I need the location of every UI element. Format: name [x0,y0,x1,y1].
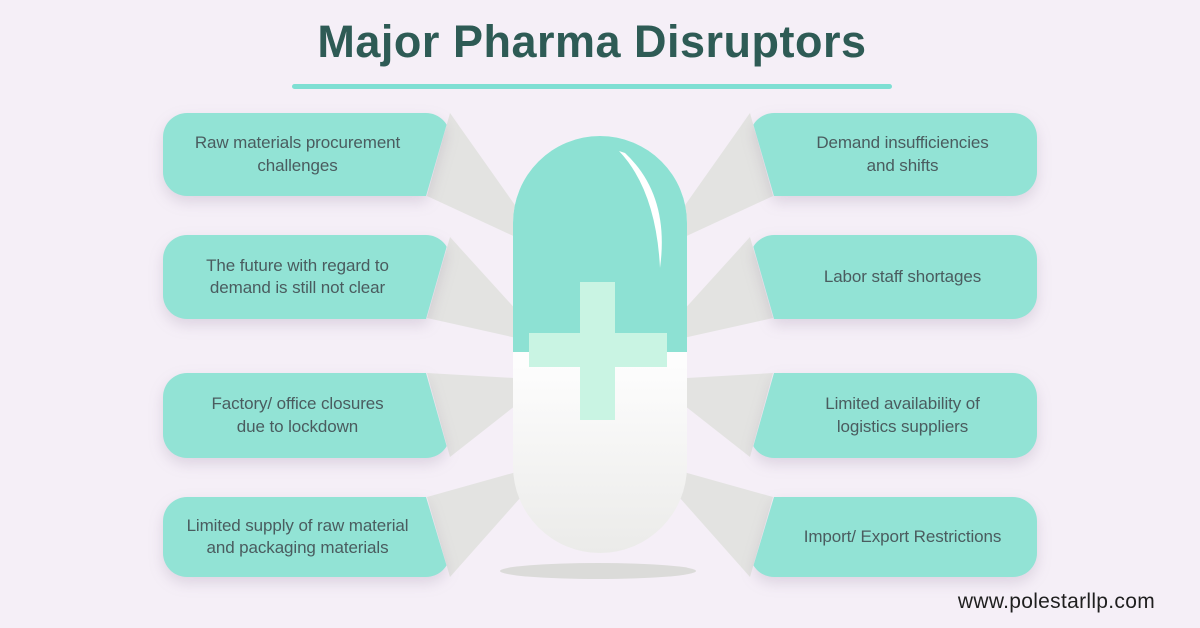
medical-cross-icon [529,282,667,420]
disruptor-label: Factory/ office closures due to lockdown [163,373,450,458]
disruptor-label: Raw materials procurement challenges [163,113,450,196]
pill-capsule-icon [513,136,687,553]
pill-highlight [619,151,662,268]
disruptor-card: Limited availability of logistics suppli… [750,373,1037,458]
disruptor-label: Limited availability of logistics suppli… [750,373,1037,458]
title-underline [292,84,892,89]
disruptor-label: Import/ Export Restrictions [750,497,1037,577]
disruptor-card: Demand insufficiencies and shifts [750,113,1037,196]
disruptor-card: Labor staff shortages [750,235,1037,319]
page-title: Major Pharma Disruptors [317,16,867,67]
disruptor-card: Import/ Export Restrictions [750,497,1037,577]
website-url: www.polestarllp.com [957,590,1155,613]
disruptor-card: The future with regard to demand is stil… [163,235,450,319]
disruptor-label: The future with regard to demand is stil… [163,235,450,319]
disruptor-card: Factory/ office closures due to lockdown [163,373,450,458]
disruptor-label: Demand insufficiencies and shifts [750,113,1037,196]
disruptor-card: Limited supply of raw material and packa… [163,497,450,577]
disruptor-label: Limited supply of raw material and packa… [163,497,450,577]
disruptor-label: Labor staff shortages [750,235,1037,319]
ground-shadow [500,563,696,579]
disruptor-card: Raw materials procurement challenges [163,113,450,196]
pill-body-top [513,136,687,352]
